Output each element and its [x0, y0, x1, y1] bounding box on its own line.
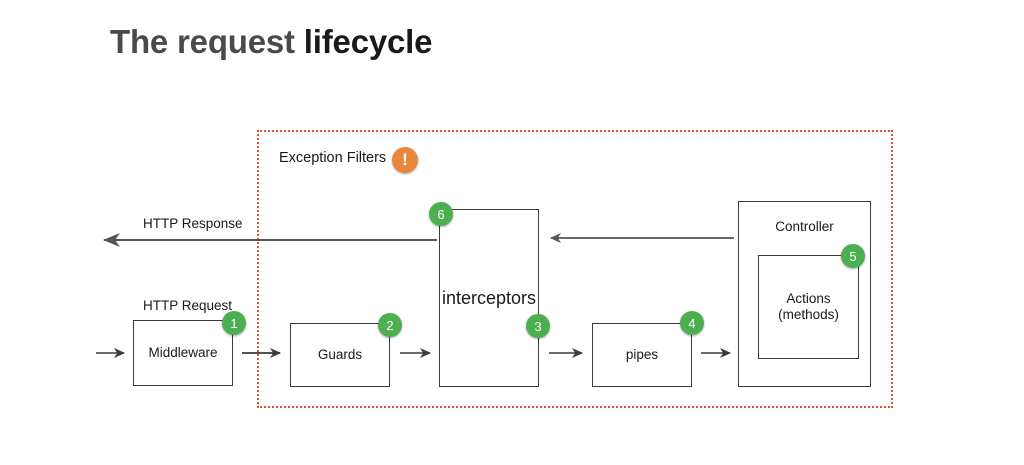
- node-middleware[interactable]: Middleware: [133, 320, 233, 386]
- step-badge-5: 5: [841, 244, 865, 268]
- node-actions-label-line1: Actions: [786, 291, 831, 306]
- step-badge-4-text: 4: [688, 315, 696, 331]
- page-title-dark: lifecycle: [294, 23, 433, 60]
- node-guards[interactable]: Guards: [290, 323, 390, 387]
- node-actions[interactable]: Actions (methods): [758, 255, 859, 359]
- node-middleware-label: Middleware: [148, 345, 218, 360]
- step-badge-3-text: 3: [534, 318, 542, 334]
- node-guards-label: Guards: [317, 347, 363, 362]
- exception-filters-region: [257, 130, 893, 408]
- step-badge-6: 6: [429, 202, 453, 226]
- step-badge-6-text: 6: [437, 206, 445, 222]
- step-badge-1: 1: [222, 311, 246, 335]
- step-badge-2: 2: [378, 313, 402, 337]
- node-pipes[interactable]: pipes: [592, 323, 692, 387]
- step-badge-3: 3: [526, 314, 550, 338]
- node-interceptors-label: interceptors: [441, 288, 537, 308]
- step-badge-1-text: 1: [230, 315, 238, 331]
- step-badge-5-text: 5: [849, 248, 857, 264]
- http-request-label: HTTP Request: [143, 298, 233, 313]
- exception-filters-label: Exception Filters: [279, 150, 387, 166]
- page-title-light: The request: [110, 23, 295, 60]
- node-actions-label-line2: (methods): [778, 307, 839, 322]
- node-interceptors[interactable]: interceptors: [439, 209, 539, 387]
- node-pipes-label: pipes: [625, 347, 659, 362]
- step-badge-4: 4: [680, 311, 704, 335]
- warning-badge-glyph: !: [402, 149, 408, 169]
- step-badge-2-text: 2: [386, 317, 394, 333]
- node-actions-label: Actions (methods): [778, 291, 839, 323]
- page-title: The request lifecycle: [110, 20, 432, 64]
- node-controller-label: Controller: [775, 219, 834, 234]
- http-response-label: HTTP Response: [143, 216, 243, 231]
- warning-exclamation-icon: !: [392, 147, 418, 173]
